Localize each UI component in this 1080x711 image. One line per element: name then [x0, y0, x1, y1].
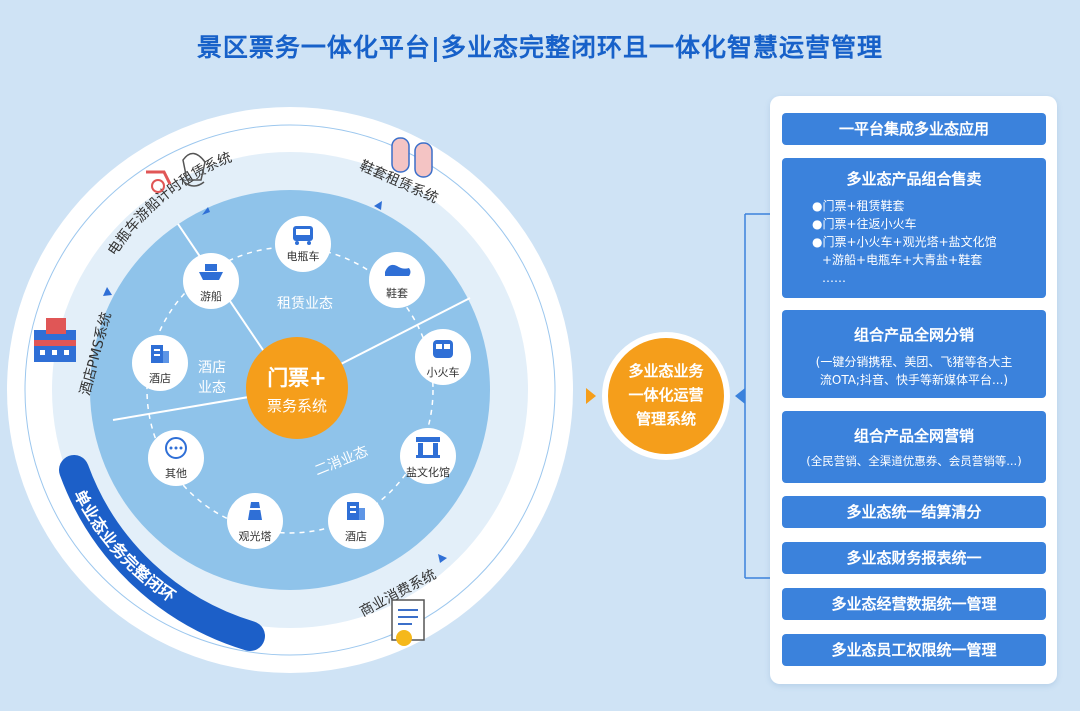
feature-heading: 组合产品全网营销	[853, 427, 974, 445]
feature-operation-data: 多业态经营数据统一管理	[782, 588, 1046, 620]
node-train: 小火车	[415, 329, 471, 385]
tower-icon	[248, 502, 262, 520]
shoe-icon	[385, 264, 411, 276]
node-tower: 观光塔	[227, 493, 283, 549]
list-item: +游船+电瓶车+大青盐+鞋套	[822, 253, 983, 267]
scooter-icon	[146, 152, 206, 193]
combo-list: ●门票+租赁鞋套 ●门票+往返小火车 ●门票+小火车+观光塔+盐文化馆 +游船+…	[782, 197, 1046, 287]
node-label: 游船	[200, 289, 222, 303]
feature-distribution: 组合产品全网分销 (一键分销携程、美团、飞猪等各大主 流OTA;抖音、快手等新媒…	[782, 310, 1046, 398]
node-label: 小火车	[427, 365, 460, 379]
center-title: 门票+	[267, 366, 327, 390]
node-label: 酒店	[345, 529, 367, 543]
middle-line: 管理系统	[636, 410, 696, 428]
node-label: 鞋套	[386, 286, 408, 300]
receipt-icon	[391, 599, 425, 646]
zone-rental: 租赁业态	[277, 296, 333, 312]
feature-settlement: 多业态统一结算清分	[782, 496, 1046, 528]
feature-sub: (一键分销携程、美团、飞猪等各大主	[815, 355, 1013, 369]
node-hotel-bottom: 酒店	[328, 493, 384, 549]
building-icon	[34, 318, 76, 362]
feature-heading: 组合产品全网分销	[853, 326, 974, 344]
node-label: 酒店	[149, 371, 171, 385]
feature-sub: (全民营销、全渠道优惠券、会员营销等...)	[806, 454, 1022, 468]
feature-combo-sale: 多业态产品组合售卖 ●门票+租赁鞋套 ●门票+往返小火车 ●门票+小火车+观光塔…	[782, 158, 1046, 298]
more-icon	[165, 437, 187, 459]
feature-label: 一平台集成多业态应用	[838, 120, 989, 138]
feature-label: 多业态员工权限统一管理	[831, 641, 997, 659]
boat-icon	[199, 264, 223, 280]
feature-label: 多业态统一结算清分	[846, 503, 982, 521]
ring-arrow	[374, 201, 382, 210]
arrow-into-middle	[586, 388, 596, 404]
node-label: 其他	[165, 467, 187, 480]
node-label: 观光塔	[239, 529, 272, 543]
middle-line: 一体化运营	[628, 386, 703, 404]
ring-arrow	[103, 287, 112, 296]
feature-permissions: 多业态员工权限统一管理	[782, 634, 1046, 666]
ring-arrow	[202, 207, 210, 215]
center-ticket-system: 门票+ 票务系统	[246, 337, 348, 439]
center-subtitle: 票务系统	[267, 397, 327, 415]
arrow-into-middle-right	[735, 388, 745, 404]
ring-arrow	[438, 554, 447, 563]
list-item: ……	[822, 271, 846, 285]
feature-heading: 多业态产品组合售卖	[846, 170, 982, 188]
middle-line: 多业态业务	[628, 362, 704, 380]
node-label: 盐文化馆	[406, 465, 450, 479]
feature-sub: 流OTA;抖音、快手等新媒体平台...)	[819, 373, 1009, 387]
hotel-icon	[151, 345, 169, 363]
node-shoe-cover: 鞋套	[369, 252, 425, 308]
node-ebike: 电瓶车	[275, 216, 331, 272]
list-item: ●门票+小火车+观光塔+盐文化馆	[812, 235, 997, 249]
list-item: ●门票+租赁鞋套	[812, 199, 905, 213]
hotel-icon	[347, 502, 365, 520]
outer-ring-track	[24, 124, 556, 656]
feature-finance: 多业态财务报表统一	[782, 542, 1046, 574]
train-icon	[433, 340, 453, 358]
feature-marketing: 组合产品全网营销 (全民营销、全渠道优惠券、会员营销等...)	[782, 411, 1046, 483]
list-item: ●门票+往返小火车	[812, 217, 917, 231]
node-salt-museum: 盐文化馆	[400, 428, 456, 484]
zone-hotel-line2: 业态	[198, 380, 226, 396]
feature-label: 多业态财务报表统一	[846, 549, 982, 567]
node-boat: 游船	[183, 253, 239, 309]
node-other: 其他	[148, 430, 204, 486]
page-title: 景区票务一体化平台|多业态完整闭环且一体化智慧运营管理	[196, 33, 884, 62]
node-label: 电瓶车	[287, 249, 320, 263]
feature-label: 多业态经营数据统一管理	[831, 595, 997, 613]
slippers-icon	[391, 137, 433, 178]
zone-hotel-line1: 酒店	[198, 360, 226, 376]
node-hotel-left: 酒店	[132, 335, 188, 391]
museum-icon	[416, 437, 440, 458]
feature-integration: 一平台集成多业态应用	[782, 113, 1046, 145]
multi-business-system: 多业态业务 一体化运营 管理系统	[602, 332, 730, 460]
bus-icon	[293, 226, 313, 245]
